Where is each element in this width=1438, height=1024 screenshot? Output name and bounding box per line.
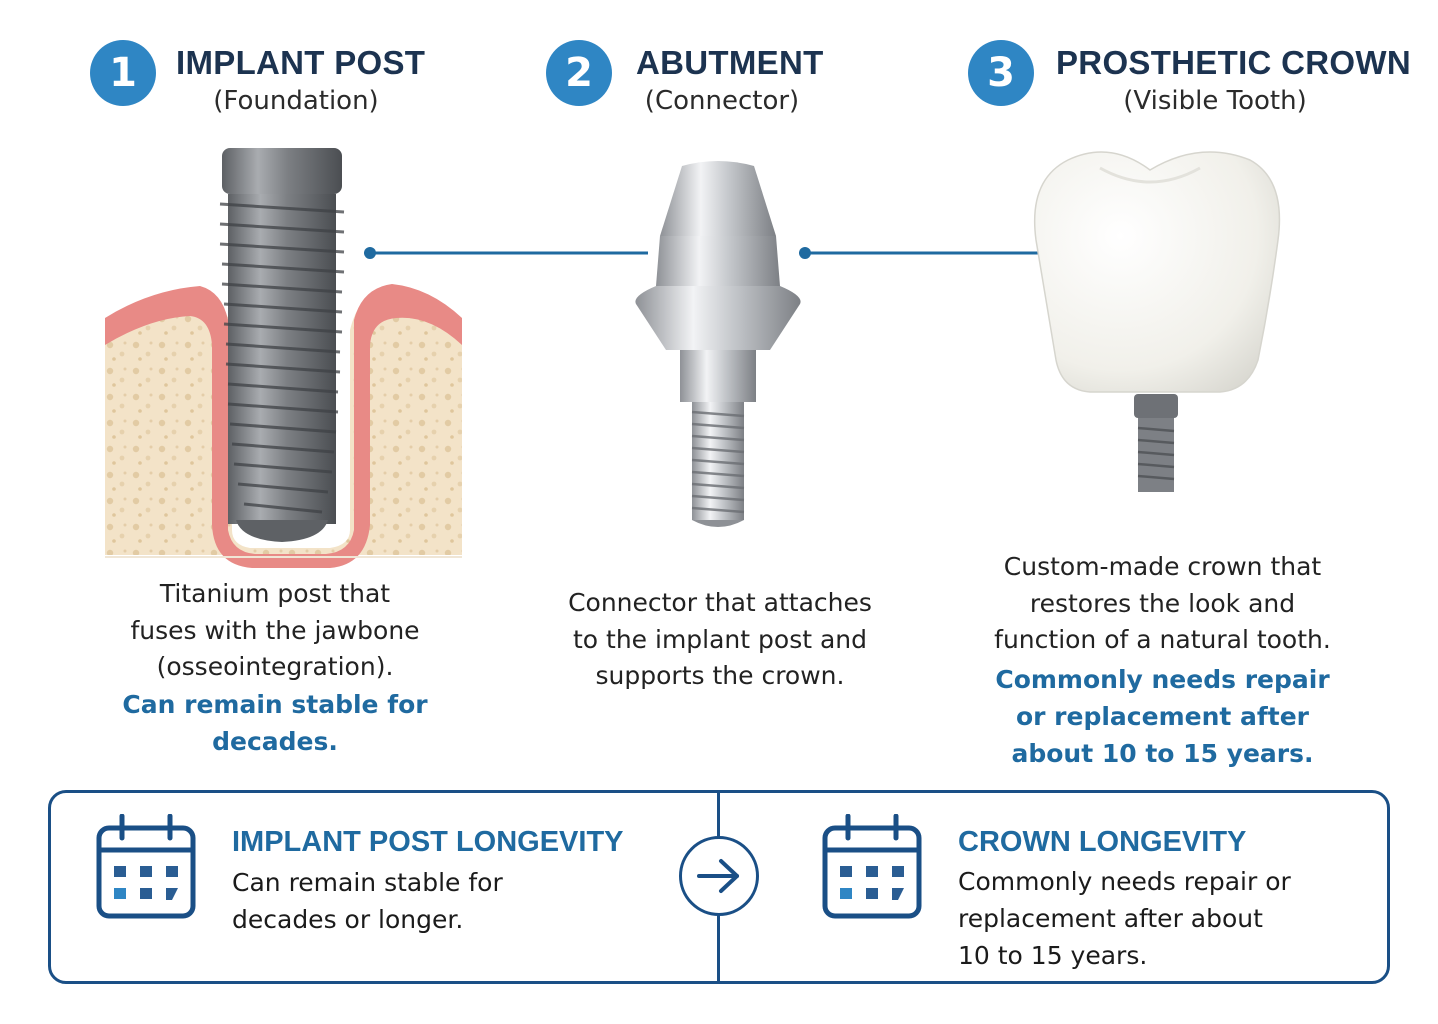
step-badge-2: 2 bbox=[546, 40, 612, 106]
abutment-image bbox=[635, 161, 801, 527]
jawbone-and-gum bbox=[105, 284, 462, 568]
implant-longevity-title: IMPLANT POST LONGEVITY bbox=[232, 826, 624, 858]
arrow-right-icon bbox=[679, 836, 759, 916]
abutment-description: Connector that attaches to the implant p… bbox=[568, 588, 872, 690]
calendar-icon bbox=[822, 814, 922, 919]
crown-longevity-title: CROWN LONGEVITY bbox=[958, 826, 1247, 858]
implant-post-image bbox=[219, 148, 345, 542]
implant-post-description: Titanium post that fuses with the jawbon… bbox=[130, 579, 420, 681]
connector-line-left bbox=[364, 247, 648, 259]
implant-longevity-text: Can remain stable for decades or longer. bbox=[232, 868, 503, 934]
prosthetic-crown-image bbox=[1033, 151, 1281, 492]
implant-post-title: IMPLANT POST bbox=[176, 44, 426, 81]
abutment-subtitle: (Connector) bbox=[644, 86, 800, 116]
implant-diagram-illustration bbox=[105, 148, 1281, 568]
prosthetic-crown-highlight: Commonly needs repair or replacement aft… bbox=[995, 665, 1330, 768]
implant-post-subtitle: (Foundation) bbox=[213, 86, 379, 116]
prosthetic-crown-title: PROSTHETIC CROWN bbox=[1056, 44, 1411, 81]
prosthetic-crown-description: Custom-made crown that restores the look… bbox=[994, 552, 1331, 654]
step-badge-1: 1 bbox=[90, 40, 156, 106]
step-badge-3: 3 bbox=[968, 40, 1034, 106]
calendar-icon bbox=[96, 814, 196, 919]
connector-line-right bbox=[799, 247, 1053, 259]
crown-longevity-text: Commonly needs repair or replacement aft… bbox=[958, 867, 1291, 970]
abutment-title: ABUTMENT bbox=[636, 44, 824, 81]
implant-post-highlight: Can remain stable for decades. bbox=[122, 690, 428, 756]
prosthetic-crown-subtitle: (Visible Tooth) bbox=[1123, 86, 1307, 116]
